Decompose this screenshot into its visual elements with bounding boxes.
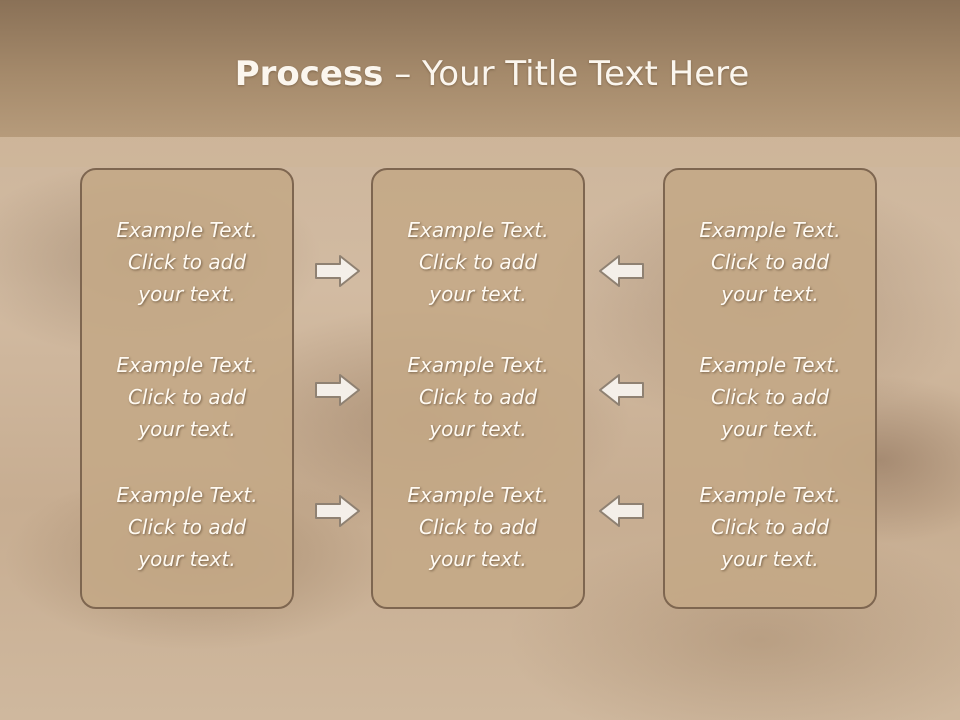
title-bar: [0, 0, 960, 137]
text-line: Example Text.: [116, 483, 258, 507]
text-line: Example Text.: [407, 353, 549, 377]
arrow-right-icon: [315, 255, 360, 287]
arrow-right-icon: [315, 495, 360, 527]
text-line: your text.: [721, 417, 819, 441]
text-line: Click to add: [418, 385, 538, 409]
process-panel-left[interactable]: Example Text. Click to add your text. Ex…: [80, 168, 294, 609]
text-line: your text.: [429, 547, 527, 571]
text-item[interactable]: Example Text. Click to add your text.: [373, 214, 583, 310]
text-line: Click to add: [127, 250, 247, 274]
title-rest: – Your Title Text Here: [383, 54, 750, 94]
text-line: your text.: [429, 417, 527, 441]
text-line: Click to add: [710, 250, 830, 274]
text-line: Click to add: [710, 515, 830, 539]
text-line: Example Text.: [699, 353, 841, 377]
arrow-left-icon: [599, 495, 644, 527]
text-line: Click to add: [127, 515, 247, 539]
text-item[interactable]: Example Text. Click to add your text.: [82, 349, 292, 445]
text-line: Example Text.: [407, 218, 549, 242]
text-item[interactable]: Example Text. Click to add your text.: [665, 214, 875, 310]
text-line: your text.: [721, 282, 819, 306]
arrow-right-icon: [315, 374, 360, 406]
text-line: Example Text.: [116, 218, 258, 242]
text-line: Click to add: [710, 385, 830, 409]
text-line: Click to add: [418, 515, 538, 539]
text-item[interactable]: Example Text. Click to add your text.: [82, 214, 292, 310]
text-line: your text.: [429, 282, 527, 306]
text-item[interactable]: Example Text. Click to add your text.: [665, 479, 875, 575]
header-band: [0, 137, 960, 167]
text-line: your text.: [138, 547, 236, 571]
process-panel-center[interactable]: Example Text. Click to add your text. Ex…: [371, 168, 585, 609]
text-line: your text.: [138, 282, 236, 306]
text-line: Example Text.: [116, 353, 258, 377]
text-item[interactable]: Example Text. Click to add your text.: [373, 479, 583, 575]
text-line: Click to add: [127, 385, 247, 409]
text-line: Example Text.: [699, 483, 841, 507]
process-panel-right[interactable]: Example Text. Click to add your text. Ex…: [663, 168, 877, 609]
text-item[interactable]: Example Text. Click to add your text.: [82, 479, 292, 575]
text-item[interactable]: Example Text. Click to add your text.: [665, 349, 875, 445]
arrow-left-icon: [599, 255, 644, 287]
text-line: Example Text.: [407, 483, 549, 507]
text-line: Click to add: [418, 250, 538, 274]
slide-title[interactable]: Process – Your Title Text Here: [0, 52, 960, 96]
text-line: Example Text.: [699, 218, 841, 242]
title-bold: Process: [234, 54, 384, 94]
text-line: your text.: [721, 547, 819, 571]
text-line: your text.: [138, 417, 236, 441]
text-item[interactable]: Example Text. Click to add your text.: [373, 349, 583, 445]
arrow-left-icon: [599, 374, 644, 406]
